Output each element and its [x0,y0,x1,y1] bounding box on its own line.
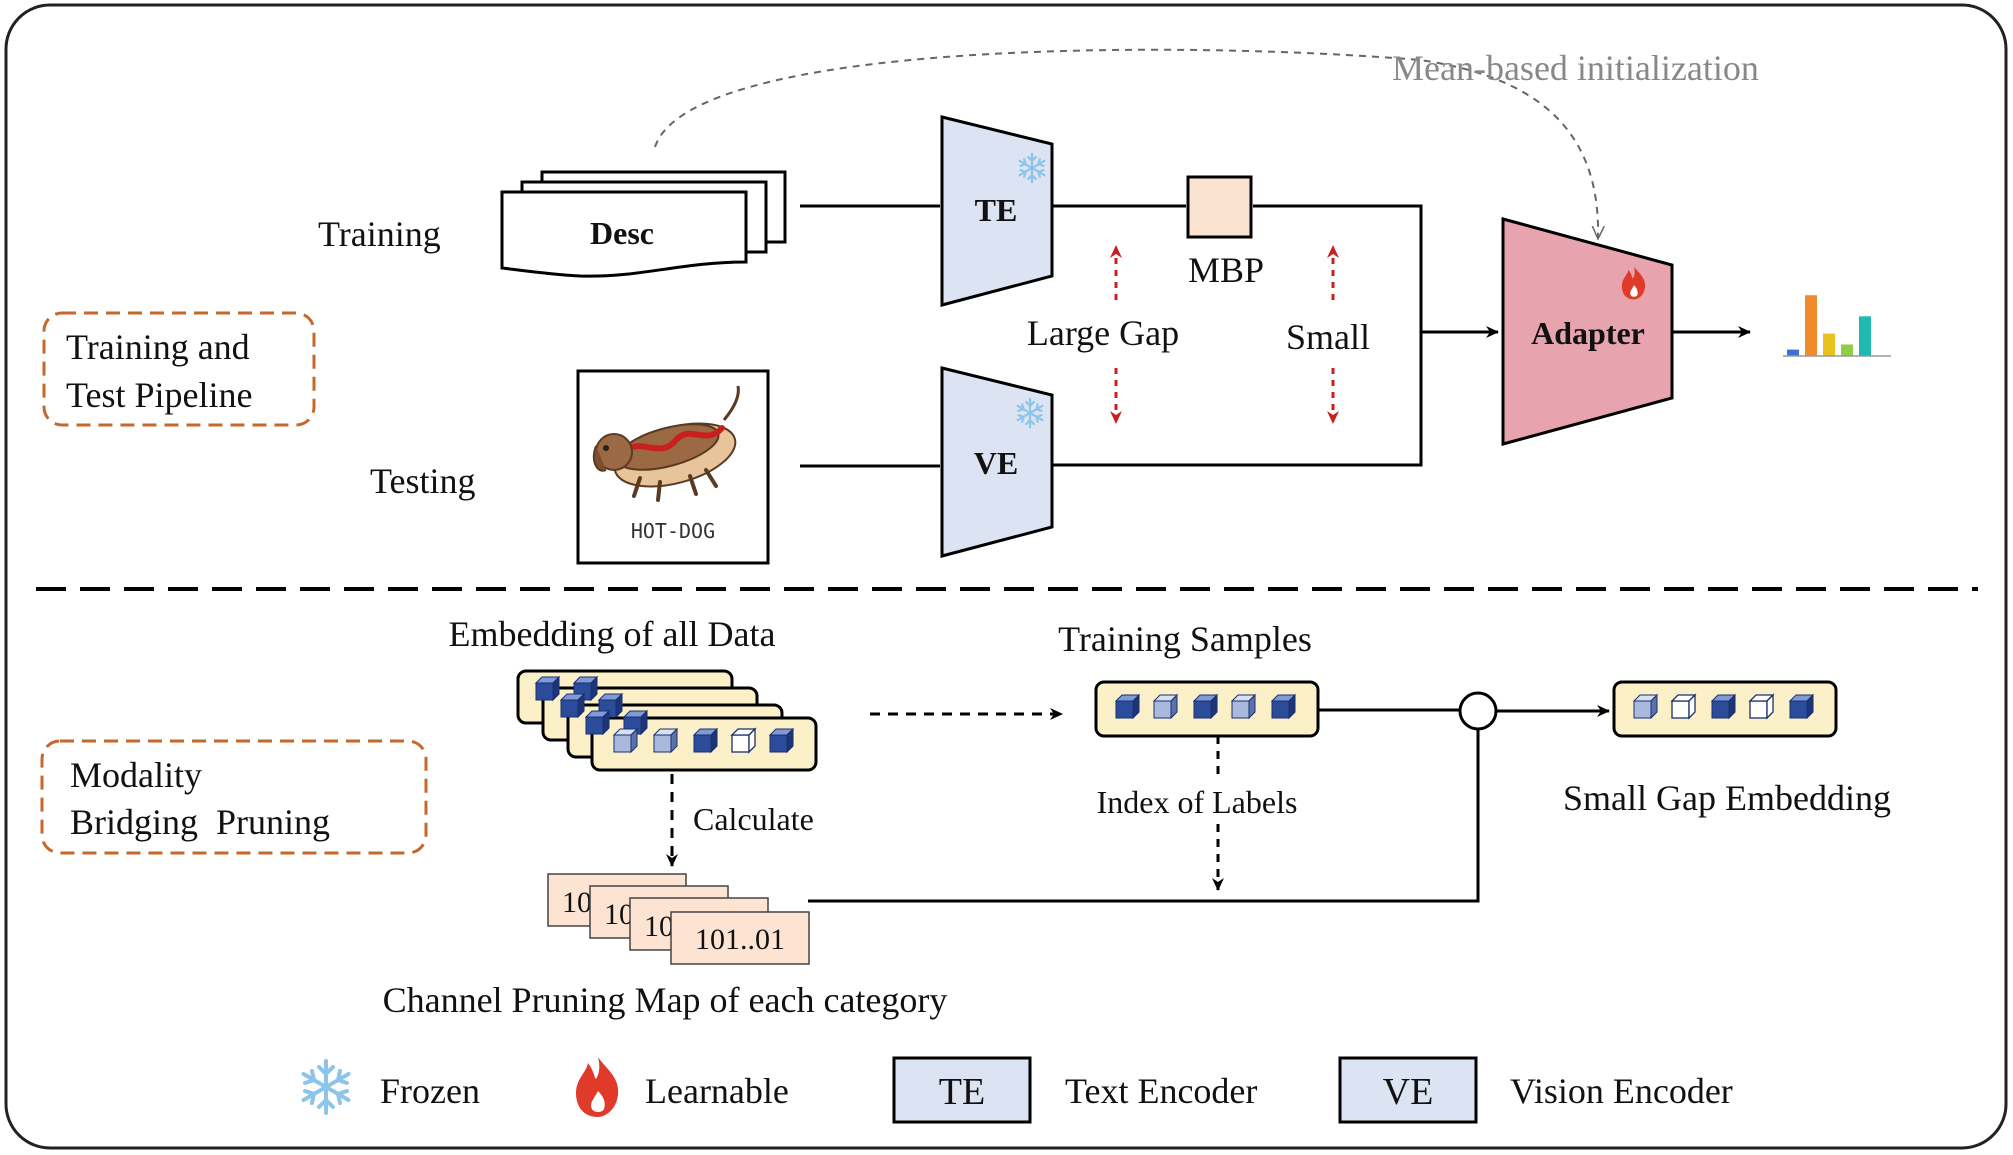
map-card-1-text: 10 [562,886,592,919]
legend-ve-box [1338,1056,1478,1124]
outer-frame [4,3,2008,1150]
calculate-label: Calculate [693,801,814,837]
legend-frozen-label: Frozen [380,1071,480,1111]
legend-ve-text: Vision Encoder [1510,1071,1733,1111]
frozen-icon [301,1059,351,1115]
output-bar-chart [1783,295,1891,357]
pruning-map-label: Channel Pruning Map of each category [383,980,948,1020]
adapter-label: Adapter [1531,315,1645,351]
learnable-icon [576,1057,619,1117]
embedding-chip-stack [516,669,818,772]
output-bar-5 [1859,316,1871,356]
map-to-node-line [808,729,1480,903]
te-label: TE [975,192,1018,228]
testing-label: Testing [370,461,475,501]
large-gap-label: Large Gap [1027,313,1179,353]
mbp-block [1186,175,1253,239]
desc-documents [500,170,787,278]
legend-ve-box-label: VE [1383,1071,1434,1113]
mean-init-label: Mean-based initialization [1392,48,1759,88]
legend-te-box [892,1056,1032,1124]
small-label: Small [1286,317,1370,357]
pipeline-section-label-1: Training and [66,327,250,367]
test-image-caption: HOT-DOG [631,519,715,543]
map-card-2-text: 10 [604,898,634,931]
legend-te-text: Text Encoder [1065,1071,1257,1111]
small-gap-embedding-label: Small Gap Embedding [1563,778,1891,818]
pipeline-section-box [42,311,316,427]
training-samples-label: Training Samples [1058,619,1312,659]
index-of-labels-label: Index of Labels [1097,784,1298,820]
legend-learnable-label: Learnable [645,1071,789,1111]
mbp-label: MBP [1188,250,1264,290]
output-bar-2 [1805,295,1817,356]
encoders-merge-line [1052,204,1423,467]
training-sample-chip [1094,680,1320,738]
pruning-map-stack: 10 10 10 101..01 [547,873,810,965]
pipeline-section-label-2: Test Pipeline [66,375,252,415]
pruning-node [1458,691,1498,731]
map-card-4-text: 101..01 [695,923,785,956]
ve-label: VE [974,445,1018,481]
output-bar-1 [1787,349,1799,356]
test-image [576,369,770,565]
desc-label: Desc [590,215,654,251]
output-bar-4 [1841,344,1853,356]
pruning-section-label-1: Modality [70,755,202,795]
output-bar-3 [1823,333,1835,356]
training-label: Training [318,214,441,254]
pruning-section-label-2: Bridging Pruning [70,802,330,842]
mean-init-curve [654,48,1598,238]
map-card-3-text: 10 [644,910,674,943]
embedding-label: Embedding of all Data [449,614,776,654]
small-gap-embedding-chip [1612,680,1838,738]
legend-te-box-label: TE [939,1071,985,1113]
